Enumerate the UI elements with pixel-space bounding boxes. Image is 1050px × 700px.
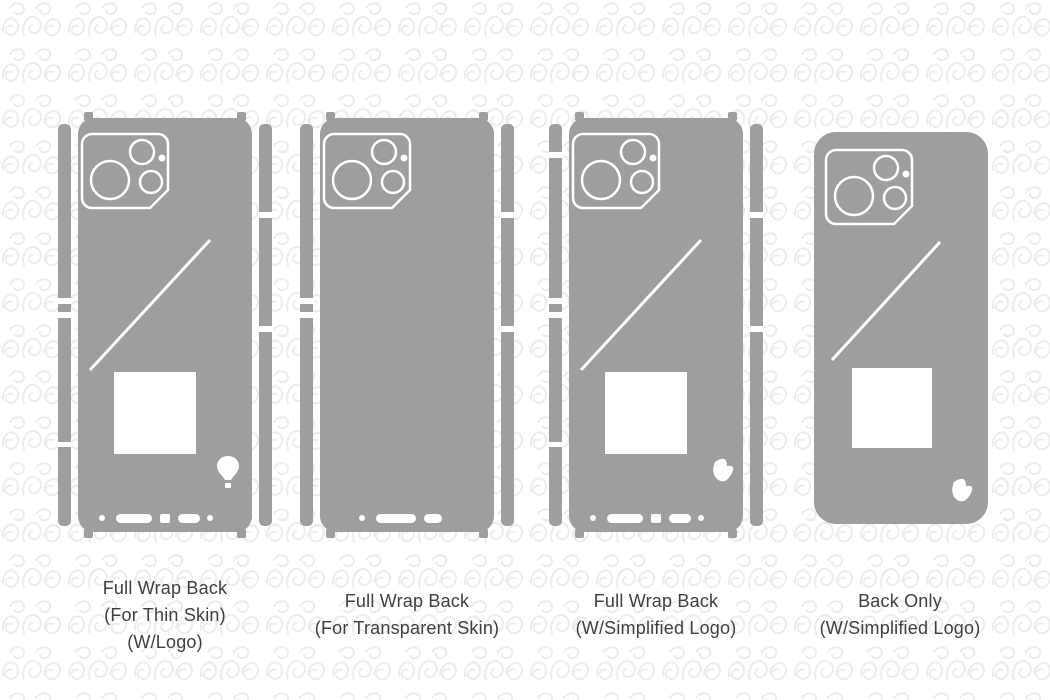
balloon-logo-icon (217, 456, 239, 488)
right-side-flap (259, 124, 272, 526)
square-window-cutout (852, 368, 932, 448)
label-line: (W/Logo) (127, 632, 203, 652)
square-window-cutout (114, 372, 196, 454)
label-line: Back Only (858, 591, 942, 611)
left-side-flap (549, 124, 562, 526)
bottom-port-cutouts (99, 514, 213, 523)
square-window-cutout (605, 372, 687, 454)
right-side-flap (750, 124, 763, 526)
label-line: (W/Simplified Logo) (819, 618, 981, 638)
bird-logo-icon (713, 458, 734, 482)
label-line: Full Wrap Back (344, 591, 470, 611)
label-line: (For Thin Skin) (104, 605, 226, 625)
right-side-flap (501, 124, 514, 526)
left-side-flap (300, 124, 313, 526)
camera-cutout (824, 148, 914, 226)
bird-logo-icon (952, 478, 973, 502)
camera-cutout (322, 132, 412, 210)
bottom-port-cutouts (590, 514, 704, 523)
diagonal-stripe (579, 238, 703, 372)
diagonal-stripe (830, 240, 942, 362)
label-line: (For Transparent Skin) (314, 618, 500, 638)
camera-cutout (571, 132, 661, 210)
label-line: Full Wrap Back (593, 591, 719, 611)
template-full-wrap-transparent (300, 112, 514, 538)
diagonal-stripe (88, 238, 212, 372)
label-line: (W/Simplified Logo) (575, 618, 737, 638)
template-full-wrap-thin-skin (58, 112, 272, 538)
back-panel (320, 118, 494, 532)
back-panel (814, 132, 988, 524)
camera-cutout (80, 132, 170, 210)
template-back-only (814, 132, 988, 524)
left-side-flap (58, 124, 71, 526)
label-back-only: Back Only (W/Simplified Logo) (790, 588, 1010, 642)
label-full-wrap-thin-skin: Full Wrap Back (For Thin Skin) (W/Logo) (58, 575, 272, 656)
template-full-wrap-simplified-logo (549, 112, 763, 538)
label-full-wrap-simplified: Full Wrap Back (W/Simplified Logo) (544, 588, 768, 642)
label-line: Full Wrap Back (102, 578, 228, 598)
bottom-port-cutouts (359, 514, 442, 523)
label-full-wrap-transparent: Full Wrap Back (For Transparent Skin) (290, 588, 524, 642)
